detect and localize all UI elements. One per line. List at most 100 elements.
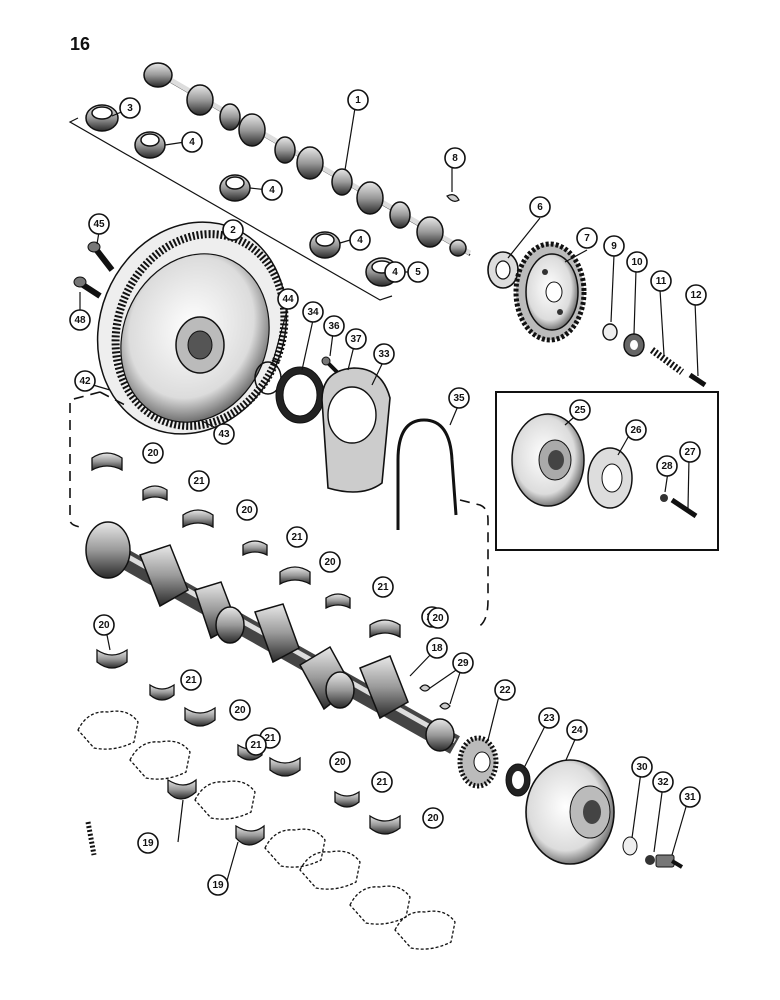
- callout-label: 20: [98, 620, 110, 631]
- callout-12: 12: [685, 284, 707, 306]
- callout-8: 8: [444, 147, 466, 169]
- callout-43: 43: [213, 423, 235, 445]
- callout-20: 20: [93, 614, 115, 636]
- washer: [602, 323, 618, 341]
- callout-3: 3: [119, 97, 141, 119]
- callout-label: 20: [147, 448, 159, 459]
- callout-label: 24: [571, 725, 583, 736]
- crankshaft-gear: [457, 735, 499, 789]
- callout-label: 43: [218, 429, 230, 440]
- callout-36: 36: [323, 315, 345, 337]
- callout-32: 32: [652, 771, 674, 793]
- callout-label: 11: [656, 276, 667, 287]
- callout-label: 1: [355, 95, 361, 106]
- page-number: 16: [70, 34, 91, 54]
- cam-bearing: [309, 231, 341, 259]
- callout-label: 21: [250, 740, 262, 751]
- crankshaft-pulley: [525, 759, 615, 865]
- callout-label: 12: [690, 290, 702, 301]
- cam-bearing: [85, 104, 119, 132]
- callout-label: 4: [392, 267, 398, 278]
- callout-42: 42: [74, 370, 96, 392]
- woodruff-key: [446, 194, 460, 202]
- callout-label: 34: [307, 307, 319, 318]
- callout-label: 27: [684, 447, 696, 458]
- callout-label: 22: [499, 685, 511, 696]
- callout-11: 11: [650, 270, 672, 292]
- callout-label: 30: [636, 762, 648, 773]
- rear-oil-seal: [275, 366, 325, 424]
- callout-label: 25: [574, 405, 586, 416]
- bolt: [670, 497, 698, 519]
- callout-31: 31: [679, 786, 701, 808]
- callout-label: 35: [453, 393, 465, 404]
- callout-20: 20: [329, 751, 351, 773]
- callout-label: 20: [241, 505, 253, 516]
- callout-21: 21: [286, 526, 308, 548]
- callout-label: 28: [661, 461, 673, 472]
- main-bearing-shells: [91, 452, 401, 639]
- pulley-bolt: [655, 854, 684, 869]
- lower-bearing-shells: [96, 648, 401, 846]
- callout-label: 20: [427, 813, 439, 824]
- lock-washer: [660, 494, 668, 502]
- callout-label: 5: [415, 267, 421, 278]
- lock-washer: [645, 855, 655, 865]
- cap-bolt: [85, 821, 97, 856]
- callout-33: 33: [373, 343, 395, 365]
- callout-label: 48: [74, 315, 86, 326]
- callout-10: 10: [626, 251, 648, 273]
- callout-21: 21: [245, 734, 267, 756]
- camshaft-gear: [513, 241, 587, 343]
- inset-damper-box: [495, 391, 719, 551]
- callout-20: 20: [142, 442, 164, 464]
- callout-label: 21: [291, 532, 303, 543]
- flywheel: [96, 221, 289, 435]
- callout-label: 7: [584, 233, 590, 244]
- callout-5: 5: [407, 261, 429, 283]
- nut: [623, 333, 645, 357]
- callout-label: 21: [185, 675, 197, 686]
- callout-label: 18: [431, 643, 443, 654]
- callout-21: 21: [188, 470, 210, 492]
- callout-label: 8: [452, 153, 458, 164]
- callout-21: 21: [372, 576, 394, 598]
- retainer-bolt: [321, 356, 339, 374]
- callout-28: 28: [656, 455, 678, 477]
- callout-label: 20: [334, 757, 346, 768]
- pin: [688, 372, 707, 388]
- callout-4: 4: [181, 131, 203, 153]
- callout-25: 25: [569, 399, 591, 421]
- callout-label: 33: [378, 349, 390, 360]
- callout-1: 1: [347, 89, 369, 111]
- callout-label: 21: [264, 733, 276, 744]
- callout-label: 20: [234, 705, 246, 716]
- callout-label: 2: [230, 225, 236, 236]
- callout-4: 4: [349, 229, 371, 251]
- callout-7: 7: [576, 227, 598, 249]
- callout-37: 37: [345, 328, 367, 350]
- cam-bearing: [219, 174, 251, 202]
- callout-27: 27: [679, 441, 701, 463]
- callout-22: 22: [494, 679, 516, 701]
- callout-label: 19: [212, 880, 224, 891]
- callout-label: 36: [328, 321, 340, 332]
- callout-label: 4: [189, 137, 195, 148]
- callouts: 1234444567891011122020202020202020202121…: [69, 89, 707, 896]
- callout-label: 3: [127, 103, 133, 114]
- callout-label: 23: [543, 713, 555, 724]
- flywheel-bolt: [87, 241, 115, 272]
- callout-label: 21: [376, 777, 388, 788]
- bearing-caps-phantom: [77, 710, 456, 950]
- callout-20: 20: [319, 551, 341, 573]
- crank-keys: [419, 684, 451, 710]
- callout-45: 45: [88, 213, 110, 235]
- pulley-washer: [622, 836, 638, 856]
- crankshaft: [85, 521, 460, 754]
- callout-20: 20: [229, 699, 251, 721]
- callout-19: 19: [207, 874, 229, 896]
- callout-label: 10: [631, 257, 643, 268]
- callout-21: 21: [371, 771, 393, 793]
- callout-label: 20: [324, 557, 336, 568]
- callout-label: 4: [357, 235, 363, 246]
